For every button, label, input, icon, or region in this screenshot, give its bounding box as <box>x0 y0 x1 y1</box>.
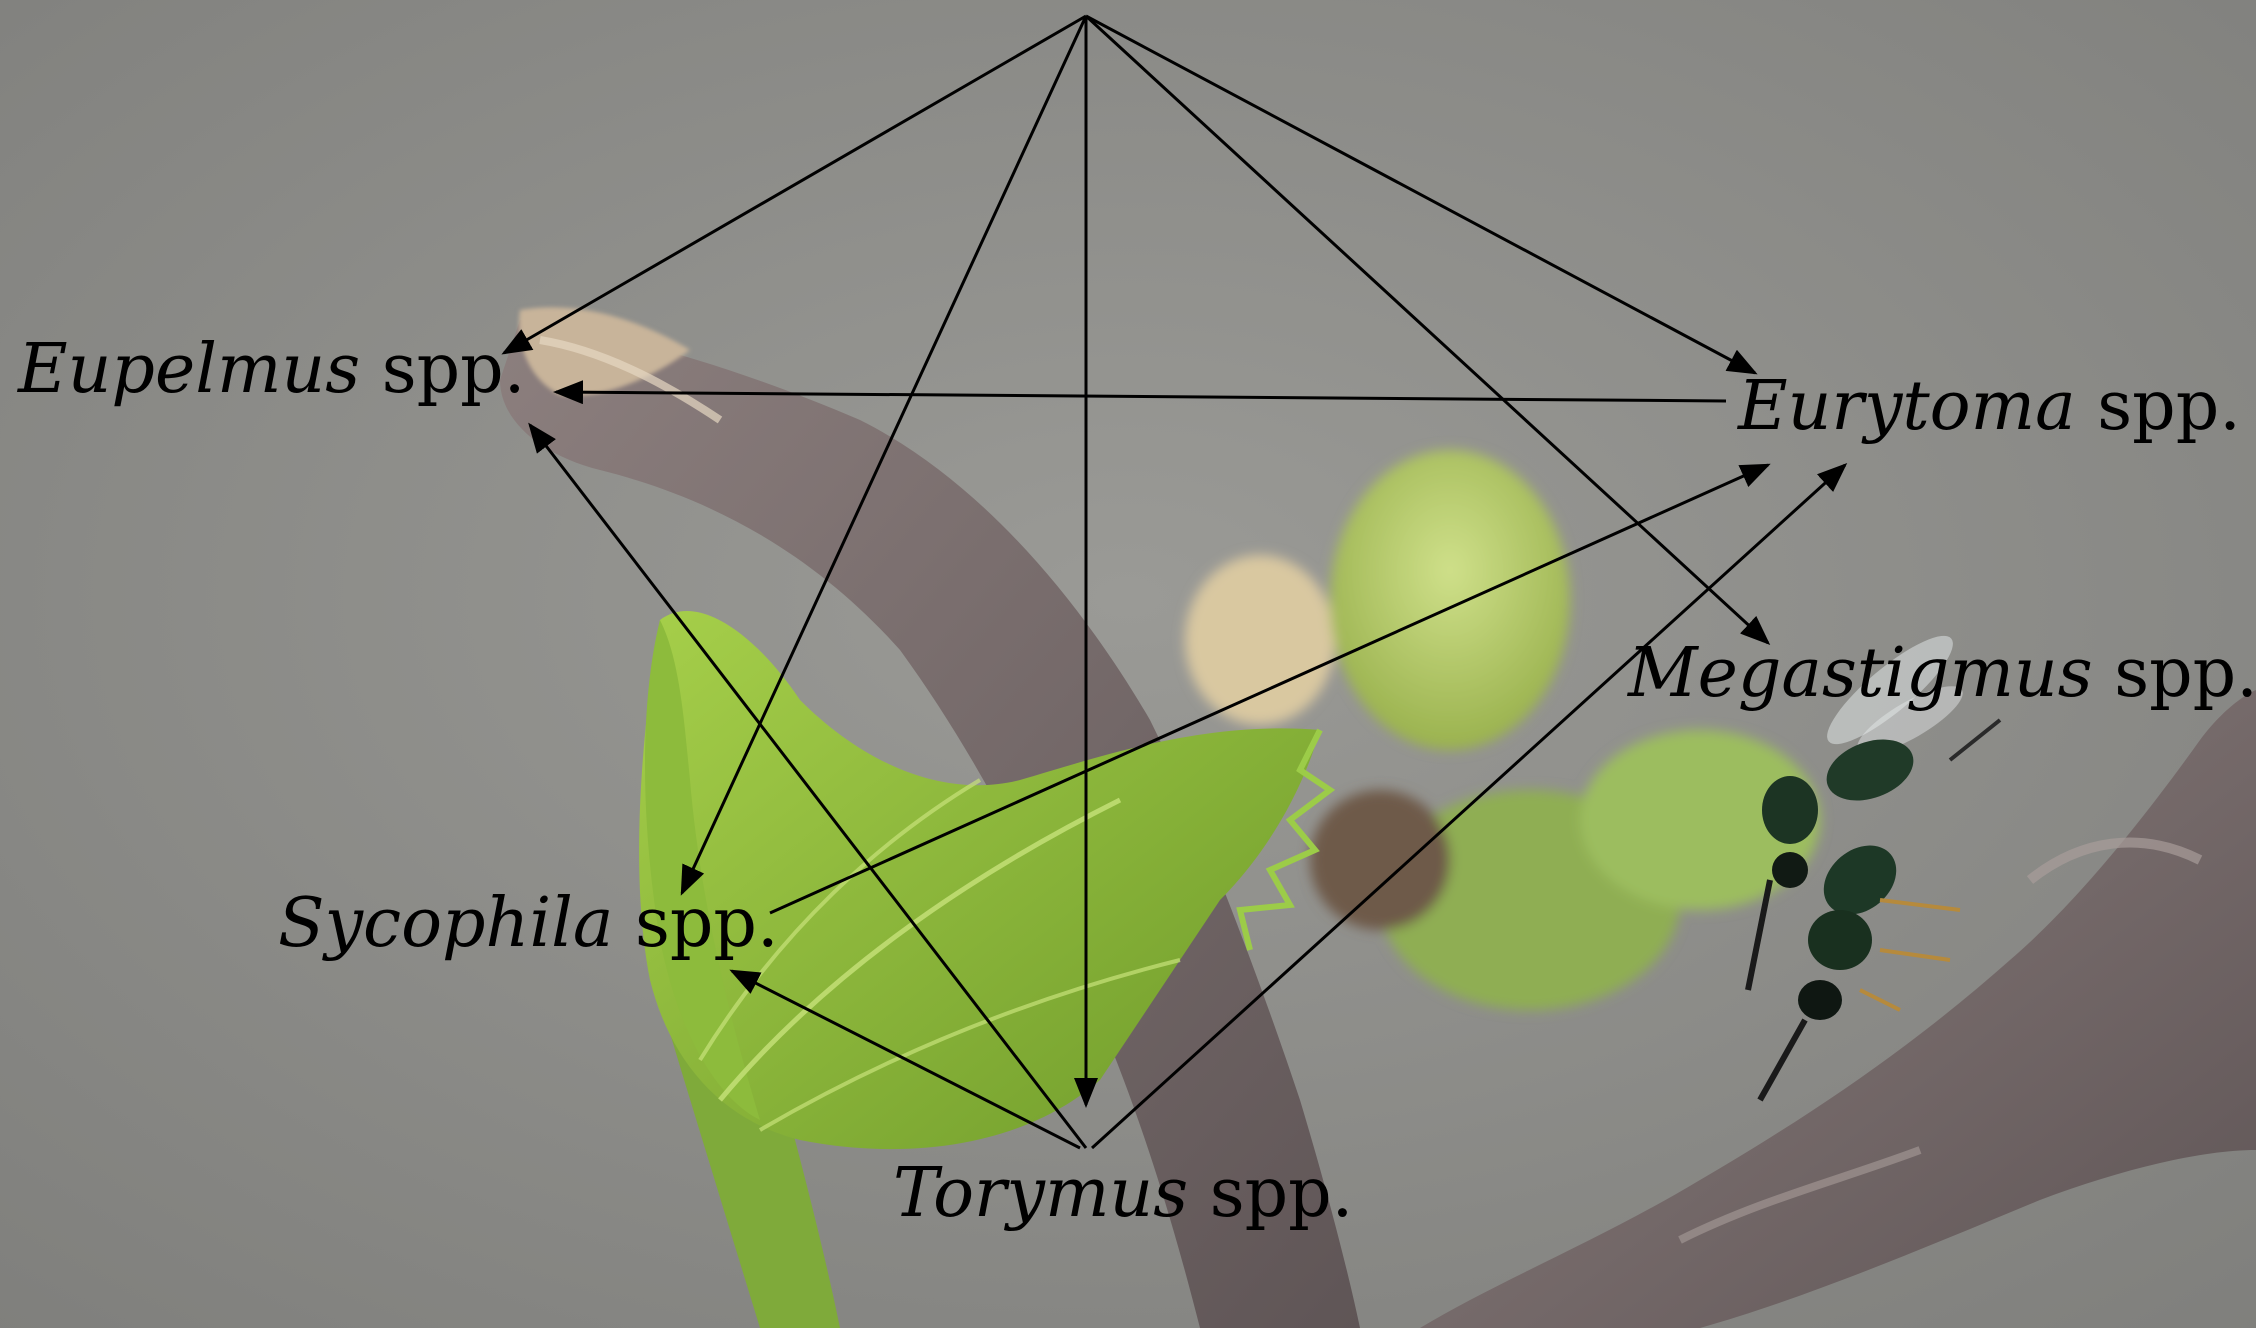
node-megastigmus: Megastigmus spp. <box>1628 640 2256 708</box>
node-sycophila-genus: Sycophila <box>278 884 613 963</box>
node-torymus-genus: Torymus <box>893 1154 1188 1233</box>
node-eupelmus-genus: Eupelmus <box>18 330 360 409</box>
node-torymus-suffix: spp. <box>1188 1154 1353 1233</box>
node-eupelmus: Eupelmus spp. <box>18 336 525 404</box>
node-sycophila-suffix: spp. <box>613 884 778 963</box>
node-megastigmus-suffix: spp. <box>2093 634 2256 713</box>
node-eurytoma-suffix: spp. <box>2076 367 2241 446</box>
node-sycophila: Sycophila spp. <box>278 890 779 958</box>
node-eurytoma-genus: Eurytoma <box>1738 367 2076 446</box>
node-megastigmus-genus: Megastigmus <box>1628 634 2093 713</box>
node-eupelmus-suffix: spp. <box>360 330 525 409</box>
node-eurytoma: Eurytoma spp. <box>1738 373 2241 441</box>
node-torymus: Torymus spp. <box>893 1160 1353 1228</box>
